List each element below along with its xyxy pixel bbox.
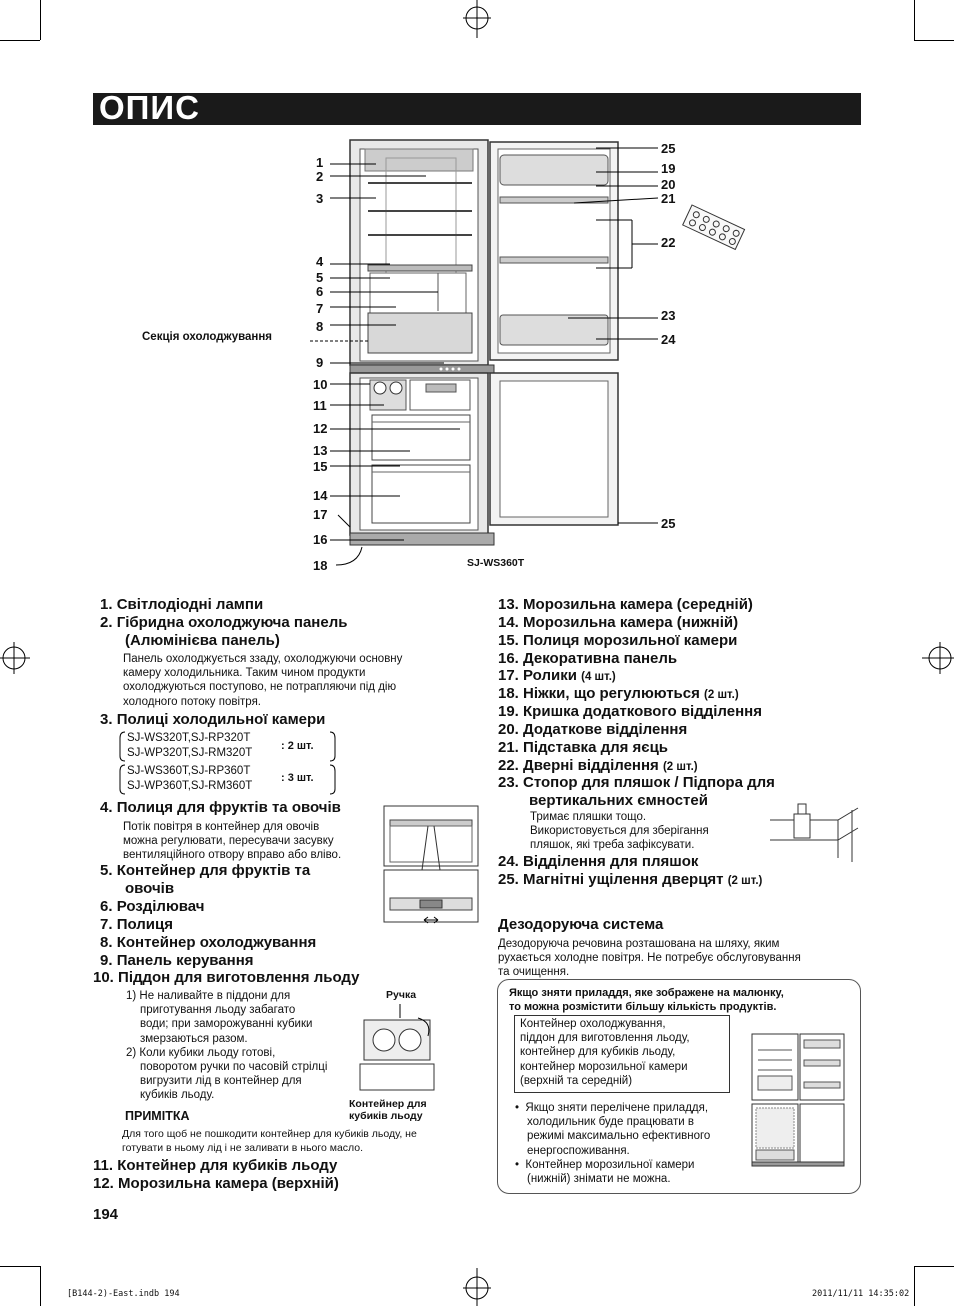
bullet-list: • Якщо зняти перелічене приладдя, холоди…	[515, 1102, 711, 1186]
footer-file-info: [B144-2)-East.indb 194	[67, 1289, 180, 1299]
crop-mark	[0, 1266, 40, 1267]
item-14: 14. Морозильна камера (нижній)	[498, 614, 739, 631]
item-13: 13. Морозильна камера (середній)	[498, 596, 753, 613]
crop-mark	[914, 40, 954, 41]
item-2-line2: (Алюмінієва панель)	[125, 632, 280, 649]
callout-15: 15	[313, 459, 328, 474]
item-6: 6. Розділювач	[100, 898, 205, 915]
item-3: 3. Полиці холодильної камери	[100, 711, 326, 728]
callout-25-bottom: 25	[661, 516, 676, 531]
item-16: 16. Декоративна панель	[498, 650, 678, 667]
qty-a: : 2 шт.	[281, 740, 314, 752]
registration-mark-top	[463, 0, 491, 38]
model-brackets	[119, 731, 336, 795]
crop-mark	[40, 0, 41, 40]
removable-items-box	[514, 1015, 730, 1093]
cooling-section-label: Секція охолоджування	[142, 331, 273, 343]
item-5-line2: овочів	[125, 880, 175, 897]
item-7: 7. Полиця	[100, 916, 173, 933]
ice-tray-illustration	[359, 1004, 435, 1091]
page-title: ОПИС	[99, 89, 200, 126]
item-4: 4. Полиця для фруктів та овочів	[100, 799, 341, 816]
note-heading: ПРИМІТКА	[125, 1109, 190, 1123]
callout-17: 17	[313, 507, 328, 522]
callout-11: 11	[313, 398, 327, 413]
deodorizing-text: Дезодоруюча речовина розташована на шлях…	[498, 938, 801, 979]
registration-mark-right	[922, 642, 954, 674]
callout-6: 6	[316, 284, 324, 299]
info-box	[497, 979, 861, 1194]
info-box-heading: Якщо зняти приладдя, яке зображене на ма…	[509, 987, 784, 1013]
item-18: 18. Ніжки, що регулюються (2 шт.)	[498, 685, 739, 702]
crop-mark	[40, 1266, 41, 1306]
callout-3: 3	[316, 191, 324, 206]
footer-timestamp: 2011/11/11 14:35:02	[812, 1289, 910, 1299]
page-number: 194	[93, 1206, 119, 1223]
model-label: SJ-WS360T	[467, 557, 525, 569]
callout-13: 13	[313, 443, 328, 458]
item-21: 21. Підставка для яєць	[498, 739, 669, 756]
callout-18: 18	[313, 558, 328, 573]
item-10: 10. Піддон для виготовлення льоду	[93, 969, 360, 986]
qty-b: : 3 шт.	[281, 772, 314, 784]
item-1: 1. Світлодіодні лампи	[100, 596, 264, 613]
crop-mark	[914, 1266, 915, 1306]
callout-9: 9	[316, 355, 324, 370]
crop-mark	[914, 1266, 954, 1267]
registration-mark-bottom	[463, 1268, 491, 1306]
callout-4: 4	[316, 254, 324, 269]
item-23-description: Тримає пляшки тощо.Використовується для …	[530, 811, 709, 852]
callout-22: 22	[661, 235, 676, 250]
item-19: 19. Кришка додаткового відділення	[498, 703, 762, 720]
item-5: 5. Контейнер для фруктів та	[100, 862, 311, 879]
callout-20: 20	[661, 177, 676, 192]
refrigerator-diagram	[310, 139, 746, 566]
callout-10: 10	[313, 377, 328, 392]
callout-23: 23	[661, 308, 676, 323]
note-text: Для того щоб не пошкодити контейнер для …	[122, 1128, 417, 1154]
item-9: 9. Панель керування	[100, 952, 254, 969]
callout-14: 14	[313, 488, 328, 503]
registration-mark-left	[0, 642, 30, 674]
vegetable-vent-illustration	[383, 805, 479, 924]
item-17: 17. Ролики (4 шт.)	[498, 667, 616, 684]
fridge-empty-illustration	[751, 1033, 845, 1167]
item-11: 11. Контейнер для кубиків льоду	[93, 1157, 338, 1174]
item-23-line2: вертикальних ємностей	[529, 792, 708, 809]
callout-5: 5	[316, 270, 324, 285]
item-12: 12. Морозильна камера (верхній)	[93, 1175, 339, 1192]
callout-16: 16	[313, 532, 328, 547]
callout-24: 24	[661, 332, 676, 347]
removable-items-list: Контейнер охолоджування,піддон для вигот…	[520, 1018, 690, 1087]
item-2-description: Панель охолоджується ззаду, охолоджуючи …	[123, 653, 403, 708]
callout-12: 12	[313, 421, 328, 436]
callout-7: 7	[316, 301, 324, 316]
callout-2: 2	[316, 169, 324, 184]
callout-19: 19	[661, 161, 676, 176]
page-title-bar: ОПИС	[93, 89, 861, 126]
callout-21: 21	[661, 191, 676, 206]
bottle-stopper-illustration	[770, 803, 859, 862]
callout-8: 8	[316, 319, 324, 334]
item-15: 15. Полиця морозильної камери	[498, 632, 738, 649]
crop-mark	[0, 40, 40, 41]
callout-25-top: 25	[661, 141, 676, 156]
item-8: 8. Контейнер охолоджування	[100, 934, 317, 951]
item-2: 2. Гібридна охолоджуюча панель	[100, 614, 348, 631]
item-10-notes: 1) Не наливайте в піддони для приготуван…	[126, 990, 328, 1102]
item-22: 22. Дверні відділення (2 шт.)	[498, 757, 698, 774]
item-25: 25. Магнітні ущілення дверцят (2 шт.)	[498, 871, 763, 888]
crop-mark	[914, 0, 915, 40]
item-20: 20. Додаткове відділення	[498, 721, 688, 738]
deodorizing-title: Дезодоруюча система	[498, 916, 664, 933]
callout-1: 1	[316, 155, 324, 170]
item-23: 23. Стопор для пляшок / Підпора для	[498, 774, 775, 791]
handle-label: Ручка	[386, 989, 417, 1001]
item-24: 24. Відділення для пляшок	[498, 853, 699, 870]
